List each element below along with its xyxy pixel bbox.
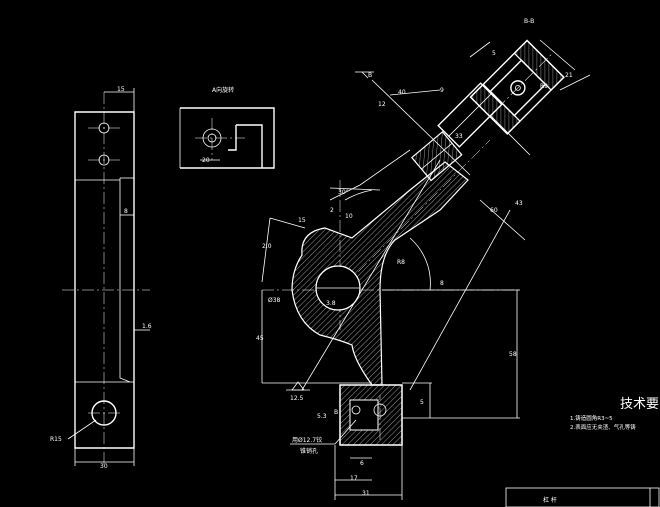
- dim-hole: 3.8: [326, 300, 336, 307]
- note-ream: 用Ø12.7铰: [292, 436, 322, 444]
- dim-arm-2: 2: [330, 207, 334, 214]
- dim-bottom-6: 6: [360, 460, 364, 467]
- dim-top-width: 15: [117, 86, 125, 93]
- main-view: 12.5 B 9 40 12 33 2 10 60 43 8 15 2.0 Ø3…: [256, 71, 531, 500]
- dim-side-radius: R15: [50, 436, 62, 443]
- dim-left-2: 2.0: [262, 243, 272, 250]
- dim-section-5: 5: [492, 50, 496, 57]
- dim-arm-10: 10: [345, 213, 353, 220]
- dim-arm-60: 60: [490, 207, 498, 214]
- dim-9: 9: [440, 87, 444, 94]
- dim-height-58: 58: [509, 351, 517, 358]
- dim-arm-8: 8: [440, 280, 444, 287]
- tech-title: 技术要: [620, 397, 659, 412]
- dim-a-view: 20: [202, 157, 210, 164]
- dim-12: 12: [378, 101, 386, 108]
- note-pin: 锥销孔: [300, 447, 318, 455]
- section-bb: B-B R9 5 21: [469, 18, 591, 135]
- dim-height-5: 5: [420, 399, 424, 406]
- dim-bottom-b: B: [334, 409, 338, 416]
- dim-bottom-5-3: 5.3: [317, 413, 327, 420]
- view-marker: B: [368, 72, 372, 79]
- dim-bottom-width: 30: [100, 463, 108, 470]
- dim-arm-43: 43: [515, 200, 523, 207]
- dim-bottom-31: 31: [362, 490, 370, 497]
- dim-bore: Ø38: [268, 297, 281, 304]
- dim-section-21: 21: [565, 72, 573, 79]
- dim-40: 40: [398, 89, 406, 96]
- side-view: 15 30 R15 8 1.6: [50, 86, 152, 470]
- tech-note-2: 2.表面应无夹渣、气孔等铸: [570, 423, 636, 431]
- dim-roughness: 12.5: [290, 395, 304, 402]
- view-label: A向旋转: [212, 86, 234, 94]
- a-direction-view: A向旋转 20: [179, 86, 275, 169]
- section-label: B-B: [524, 18, 534, 25]
- dim-angle: 30°: [338, 189, 349, 196]
- dim-bottom-17: 17: [350, 475, 358, 482]
- dim-33: 33: [455, 133, 463, 140]
- part-name: 杠 杆: [543, 496, 557, 504]
- dim-section-radius: R9: [540, 83, 548, 90]
- dim-left-15: 15: [298, 217, 306, 224]
- tech-requirements: 技术要 1.铸造圆角R3~5 2.表面应无夹渣、气孔等铸: [570, 397, 659, 431]
- tech-note-1: 1.铸造圆角R3~5: [570, 414, 613, 422]
- dim-height-45: 45: [256, 335, 264, 342]
- dim-web: 8: [124, 208, 128, 215]
- title-block: 杠 杆: [505, 487, 660, 507]
- dim-side-tol: 1.6: [142, 323, 152, 330]
- dim-angle-radius: R8: [397, 259, 405, 266]
